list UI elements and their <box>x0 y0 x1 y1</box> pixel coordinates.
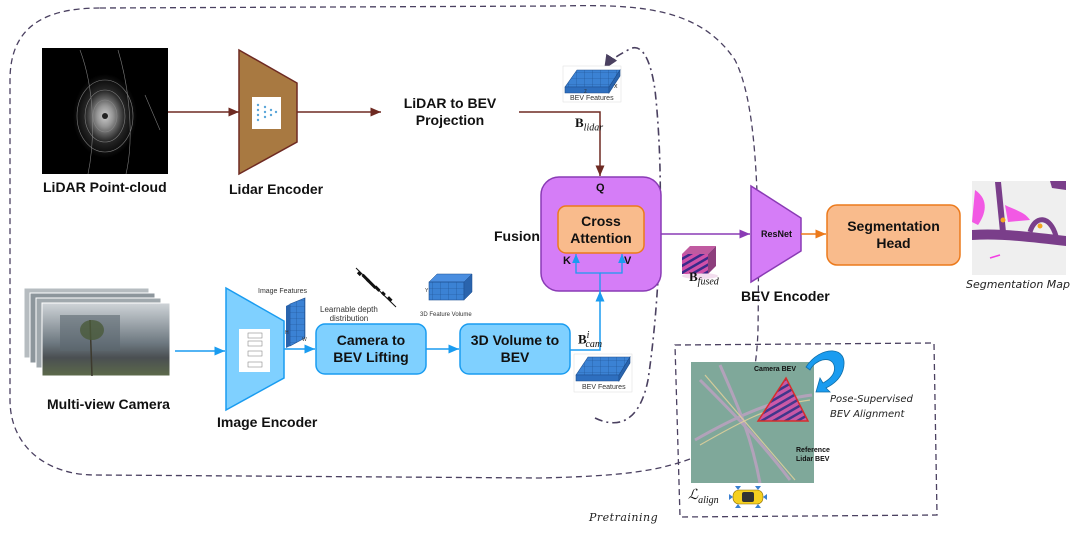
key-label: K <box>563 255 571 267</box>
b-cam-sub: cam <box>585 338 603 350</box>
alignment-loss-symbol: ℒalign <box>688 487 719 506</box>
alignment-rotation-arrow-icon <box>805 350 845 393</box>
neural-network-icon <box>252 97 281 129</box>
volume-to-bev-line1: 3D Volume to <box>470 332 560 348</box>
cross-attention-line1: Cross <box>581 212 621 229</box>
lidar-axis-x: x <box>614 83 618 90</box>
b-lidar-base: B <box>575 115 584 130</box>
segmentation-head-block <box>826 204 961 266</box>
projection-line2: Projection <box>415 112 485 128</box>
cross-attention-block <box>557 205 645 254</box>
b-cam-sup: i <box>586 330 590 341</box>
pretraining-boundary <box>9 4 760 479</box>
multi-view-camera-images <box>23 287 171 377</box>
segmentation-head-line2: Head <box>876 235 911 251</box>
query-label: Q <box>596 182 605 194</box>
depth-label-line1: Learnable depth <box>320 305 378 314</box>
3d-feature-volume-label: 3D Feature Volume <box>420 312 472 318</box>
camera-bev-frustum <box>756 376 810 422</box>
image-encoder-label: Image Encoder <box>217 414 318 430</box>
fusion-label: Fusion <box>494 228 540 244</box>
lidar-axis-z: z <box>584 89 587 95</box>
camera-bev-features-icon <box>573 353 633 393</box>
lidar-input-label: LiDAR Point-cloud <box>43 179 167 195</box>
segmentation-map-label: Segmentation Map <box>966 278 1071 291</box>
lidar-bev-features-icon <box>562 65 622 103</box>
image-axis-w: W <box>302 337 307 343</box>
b-lidar-symbol: Blidar <box>575 115 603 134</box>
b-lidar-sub: lidar <box>583 122 604 134</box>
loss-base: ℒ <box>688 488 699 503</box>
lidar-encoder-label: Lidar Encoder <box>229 181 324 197</box>
segmentation-map-image <box>972 181 1066 275</box>
lifting-line1: Camera to <box>336 332 406 348</box>
b-fused-symbol: Bfused <box>689 269 719 288</box>
projection-line1: LiDAR to BEV <box>403 95 497 111</box>
alignment-line2: BEV Alignment <box>830 409 905 420</box>
lifting-line2: BEV Lifting <box>333 349 409 365</box>
b-cam-symbol: Bicam <box>578 330 602 350</box>
image-features-icon <box>286 297 306 348</box>
depth-distribution-icon <box>355 267 397 308</box>
fused-features-icon <box>682 246 718 279</box>
volume-axis-y: Y <box>425 288 429 294</box>
backbone-diagram-icon <box>239 329 270 372</box>
b-fused-base: B <box>689 269 698 284</box>
resnet-label: ResNet <box>761 229 793 239</box>
lidar-bev-features-label: BEV Features <box>570 95 614 102</box>
segmentation-head-line1: Segmentation <box>847 218 940 234</box>
pretraining-label: Pretraining <box>589 511 659 524</box>
image-axis-h: H <box>285 330 289 336</box>
arrow-volume-to-fusion <box>570 291 605 351</box>
reference-lidar-bev-map <box>691 362 814 484</box>
alignment-boundary <box>674 342 938 518</box>
value-label: V <box>624 255 632 267</box>
lidar-pointcloud-image <box>42 48 168 175</box>
alignment-line1: Pose-Supervised <box>830 394 913 405</box>
camera-bev-label: Camera BEV <box>754 366 797 373</box>
b-fused-sub: fused <box>697 276 719 288</box>
volume-to-bev-line2: BEV <box>500 349 530 365</box>
ego-car-icon <box>729 486 767 508</box>
arrow-kv-split <box>572 254 601 291</box>
camera-input-label: Multi-view Camera <box>47 396 170 412</box>
arrow-v-branch <box>600 254 626 274</box>
cross-attention-line2: Attention <box>570 229 632 246</box>
image-features-label: Image Features <box>258 288 308 295</box>
3d-feature-volume-icon <box>423 271 473 308</box>
b-cam-base: B <box>578 331 587 347</box>
depth-label-line2: distribution <box>329 314 369 323</box>
alignment-feedback-curve <box>594 46 662 424</box>
loss-sub: align <box>698 494 719 506</box>
reference-line1: Reference <box>796 447 830 454</box>
bev-encoder-shape <box>750 184 802 284</box>
arrow-projection-to-query <box>519 111 605 176</box>
reference-line2: Lidar BEV <box>796 456 830 463</box>
3d-volume-to-bev-block <box>459 323 571 375</box>
camera-bev-features-label: BEV Features <box>582 384 626 391</box>
bev-encoder-label: BEV Encoder <box>741 288 830 304</box>
